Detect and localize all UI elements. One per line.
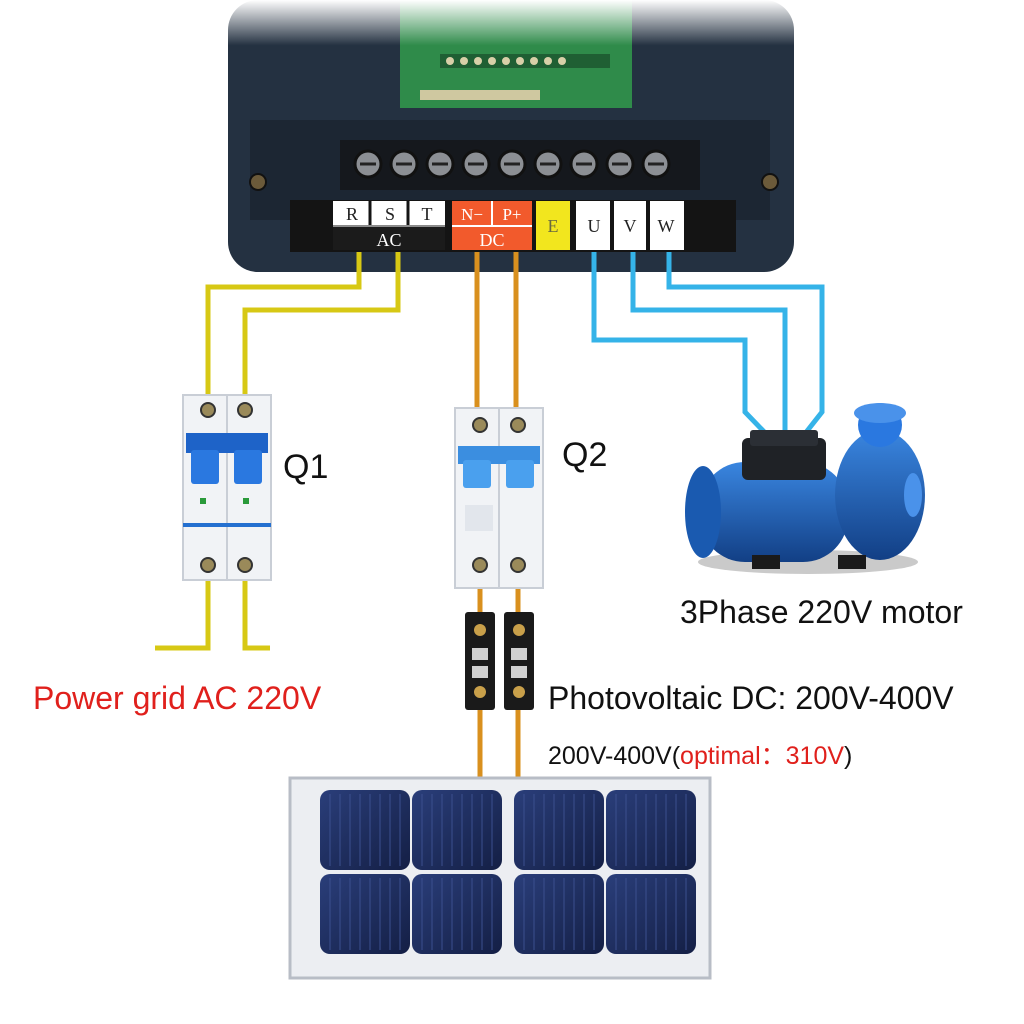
grid-label: Power grid AC 220V (33, 680, 322, 716)
solar-cell (412, 874, 502, 954)
motor-label: 3Phase 220V motor (680, 594, 963, 630)
terminal-p: P+ (502, 205, 521, 224)
solar-cell (412, 790, 502, 870)
terminal-t: T (422, 204, 433, 224)
q1-label: Q1 (283, 448, 329, 486)
terminal-s: S (385, 204, 395, 224)
dc-wires (474, 252, 521, 778)
voltage-range-label: 200V-400V(optimal：310V) (548, 736, 852, 772)
ac-terminal-band (333, 201, 445, 225)
solar-panel (288, 776, 712, 980)
solar-cell (320, 874, 410, 954)
q2-label: Q2 (562, 436, 608, 474)
solar-cell (606, 874, 696, 954)
optimal-voltage: optimal：310V (680, 742, 845, 770)
range-prefix: 200V-400V( (548, 742, 681, 770)
terminal-strip: R S T AC N− P+ DC E U V W (290, 200, 736, 252)
terminal-r: R (346, 204, 358, 224)
screw-icon (761, 173, 779, 191)
solar-cell (320, 790, 410, 870)
solar-cell (514, 874, 604, 954)
terminal-w: W (658, 216, 675, 236)
solar-cell (606, 790, 696, 870)
ac-group-label: AC (376, 230, 401, 250)
terminal-n: N− (461, 205, 483, 224)
fuse-holders (465, 612, 534, 710)
terminal-v: V (624, 216, 637, 236)
earth-terminal-band (536, 201, 570, 250)
terminal-u: U (588, 216, 601, 236)
solar-cell (514, 790, 604, 870)
range-suffix: ) (844, 742, 853, 770)
screw-icon (249, 173, 267, 191)
pv-label: Photovoltaic DC: 200V-400V (548, 680, 954, 716)
pump-motor (685, 403, 925, 574)
breaker-q1 (182, 394, 272, 581)
dc-group-label: DC (479, 230, 504, 250)
breaker-q2 (454, 407, 544, 589)
motor-wires (591, 252, 825, 442)
ac-wires (155, 252, 401, 651)
terminal-e: E (548, 216, 559, 236)
